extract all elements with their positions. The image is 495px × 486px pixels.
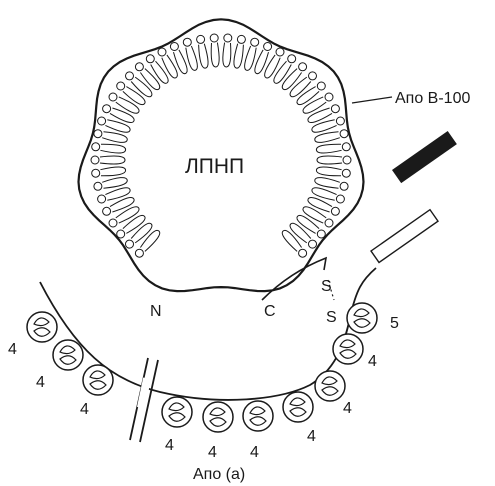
phospholipid (316, 143, 350, 153)
kringle-type-label: 4 (36, 374, 45, 391)
phospholipid (91, 156, 125, 164)
sulfur-label-2: S (326, 309, 337, 326)
phospholipid (170, 43, 187, 74)
kringle-type-label: 4 (165, 437, 174, 454)
phospholipid (135, 63, 159, 90)
kringle-domain (347, 303, 377, 333)
phospholipid (109, 207, 139, 227)
phospholipid (183, 38, 197, 70)
kringle-type-label: 4 (208, 444, 217, 461)
phospholipid (245, 38, 259, 70)
phospholipid (297, 82, 325, 105)
phospholipid (255, 43, 272, 74)
phospholipid (282, 230, 306, 257)
kringle-type-label: 4 (80, 401, 89, 418)
phospholipid (92, 143, 126, 153)
n-terminus-label: N (150, 303, 162, 320)
kringle-domain (333, 334, 363, 364)
phospholipid (210, 34, 219, 67)
phospholipid (98, 117, 131, 132)
phospholipid (126, 223, 152, 248)
phospholipid (282, 63, 306, 90)
kringle-domain (243, 401, 273, 431)
phospholipid (126, 72, 152, 97)
phospholipid (197, 35, 208, 68)
phospholipid (158, 48, 177, 78)
phospholipid (303, 207, 333, 227)
phospholipid (274, 55, 296, 84)
kringle-type-label: 4 (250, 444, 259, 461)
chain-break-marks (130, 358, 158, 442)
kringle-domain (83, 365, 113, 395)
kringle-domain (53, 340, 83, 370)
phospholipid (312, 188, 345, 203)
kringle-type-label: 4 (8, 341, 17, 358)
phospholipid (303, 93, 333, 113)
kringle-domain (315, 371, 345, 401)
kringle-domain (27, 312, 57, 342)
kringle-domain (283, 392, 313, 422)
phospholipid (234, 35, 245, 68)
protease-domain-light (371, 210, 438, 263)
phospholipid (290, 223, 316, 248)
phospholipid (317, 156, 351, 164)
kringle-domain (203, 402, 233, 432)
kringle-type-label: 4 (368, 353, 377, 370)
kringle-type-label: 4 (343, 400, 352, 417)
ldl-core-label: ЛПНП (185, 155, 244, 178)
phospholipid (290, 72, 316, 97)
apo-b-leader-line (352, 97, 392, 103)
phospholipid (135, 230, 159, 257)
kringle-type-label: 5 (390, 315, 399, 332)
sulfur-label-1: S (321, 278, 332, 295)
phospholipid (297, 215, 325, 238)
phospholipid (92, 167, 126, 177)
phospholipid (316, 167, 350, 177)
phospholipid (146, 55, 168, 84)
protease-domain (371, 131, 457, 262)
phospholipid (312, 117, 345, 132)
phospholipid (223, 34, 232, 67)
protease-domain-dark (392, 131, 457, 183)
phospholipid (117, 82, 145, 105)
phospholipid (265, 48, 284, 78)
kringle-type-label: 4 (307, 428, 316, 445)
apo-b100-label: Апо В-100 (395, 90, 470, 107)
phospholipid (98, 188, 131, 203)
phospholipid (109, 93, 139, 113)
apo-a-label: Апо (а) (193, 466, 245, 483)
phospholipid-monolayer (91, 34, 351, 257)
kringle-domain (162, 397, 192, 427)
c-terminus-label: C (264, 303, 276, 320)
phospholipid (117, 215, 145, 238)
